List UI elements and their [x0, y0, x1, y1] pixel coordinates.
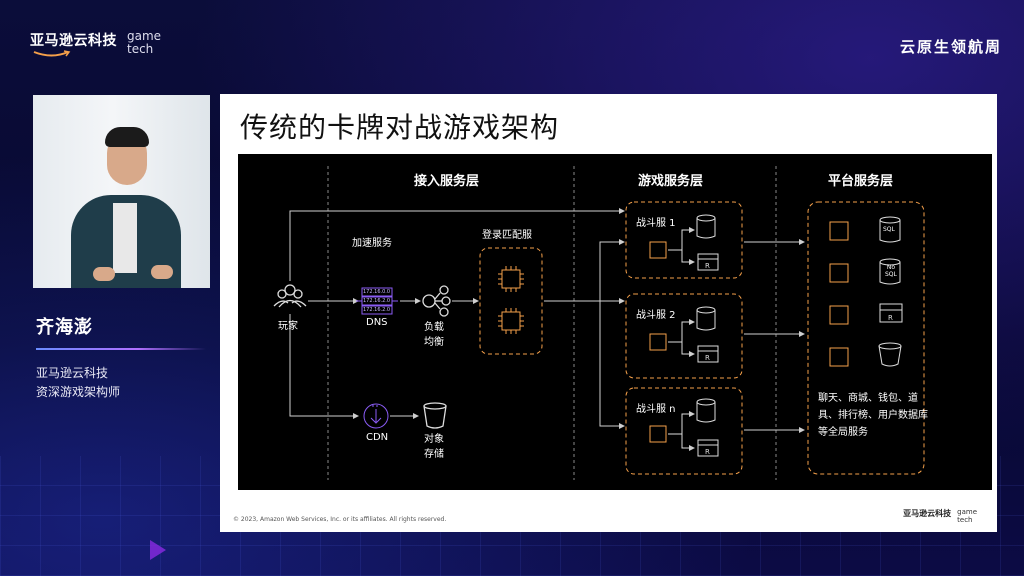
- dns-row: 172.16.2.0: [363, 307, 391, 313]
- cdn-icon: [363, 403, 389, 429]
- svg-text:R: R: [705, 448, 710, 456]
- brand-logo: 亚马逊云科技 game tech: [30, 30, 161, 57]
- presenter-shirt: [113, 203, 137, 273]
- svg-text:R: R: [888, 314, 893, 322]
- dns-row: 172.16.2.0: [363, 298, 391, 304]
- nosql-label: No SQL: [885, 264, 897, 278]
- login-box: [479, 247, 543, 355]
- footer-brand-sub: game tech: [957, 508, 977, 524]
- lb-label: 负载 均衡: [424, 320, 444, 350]
- brand-sub-line2: tech: [127, 42, 154, 56]
- play-decoration-icon: [150, 540, 166, 560]
- line-player-to-battle1: [289, 208, 625, 281]
- login-chip-2-icon: [498, 308, 524, 334]
- brand-sub-line1: game: [127, 29, 162, 43]
- tier-access-label: 接入服务层: [414, 174, 480, 189]
- accel-label: 加速服务: [352, 238, 392, 249]
- slide-title: 传统的卡牌对战游戏架构: [240, 111, 560, 144]
- presenter-hand-left: [93, 267, 115, 281]
- line-login-to-battlen: [599, 301, 625, 429]
- brand-name: 亚马逊云科技: [30, 33, 117, 49]
- lb-label-line1: 负载: [424, 322, 444, 333]
- brand-sub: game tech: [127, 30, 161, 56]
- footer-brand-name: 亚马逊云科技: [903, 509, 952, 518]
- speaker-org: 亚马逊云科技: [36, 366, 109, 380]
- platform-bucket-icon: [878, 342, 902, 367]
- diagram-graphics: R R R: [273, 166, 925, 480]
- name-divider: [36, 348, 206, 350]
- battle-label-1: 战斗服 1: [636, 218, 676, 229]
- smile-arrow-icon: [33, 50, 71, 57]
- dns-rows: 172.16.0.0 172.16.2.0 172.16.2.0: [363, 288, 390, 315]
- lb-label-line2: 均衡: [424, 337, 444, 348]
- dns-icon: [356, 287, 398, 315]
- presenter-hand-right: [151, 265, 173, 279]
- storage-label: 对象 存储: [424, 432, 444, 462]
- platform-chips: [829, 221, 849, 367]
- presenter-video: [33, 95, 210, 288]
- slide: 传统的卡牌对战游戏架构: [220, 94, 997, 532]
- bucket-icon: [423, 402, 447, 429]
- line-player-to-cdn: [289, 314, 359, 419]
- nosql-db-icon: [879, 258, 901, 285]
- footer-copyright: © 2023, Amazon Web Services, Inc. or its…: [233, 516, 447, 523]
- speaker-name: 齐海澎: [36, 317, 93, 338]
- load-balancer-icon: [422, 285, 451, 317]
- footer-brand: 亚马逊云科技 game tech: [903, 508, 977, 524]
- architecture-diagram: R R R: [238, 154, 992, 490]
- event-title: 云原生领航周: [899, 38, 1002, 56]
- battle-box-n: [625, 387, 743, 475]
- battle-label-n: 战斗服 n: [636, 404, 676, 415]
- line-login-to-battle1: [544, 239, 625, 302]
- sql-label: SQL: [883, 226, 895, 233]
- battle-2-internals: R: [649, 306, 719, 363]
- cdn-label: CDN: [366, 432, 389, 443]
- footer-brand-sub1: game: [957, 508, 977, 516]
- platform-box: [807, 201, 925, 475]
- dns-label: DNS: [366, 317, 388, 328]
- login-chip-1-icon: [498, 266, 524, 292]
- storage-label-line1: 对象: [424, 434, 444, 445]
- nosql-line1: No: [886, 264, 896, 271]
- sql-db-icon: [879, 216, 901, 243]
- dns-row: 172.16.0.0: [363, 289, 391, 295]
- tier-platform-label: 平台服务层: [828, 174, 894, 189]
- platform-description: 聊天、商城、钱包、道具、排行榜、用户数据库等全局服务: [818, 393, 928, 438]
- svg-text:R: R: [705, 262, 710, 270]
- speaker-info: 亚马逊云科技 资深游戏架构师: [36, 364, 120, 402]
- speaker-role: 资深游戏架构师: [36, 385, 121, 399]
- battle-box-1: [625, 201, 743, 279]
- tier-game-label: 游戏服务层: [638, 174, 704, 189]
- svg-text:R: R: [705, 354, 710, 362]
- battle-box-2: [625, 293, 743, 379]
- battle-label-2: 战斗服 2: [636, 310, 676, 321]
- presenter-hair: [105, 127, 149, 147]
- nosql-line2: SQL: [885, 271, 897, 278]
- player-label: 玩家: [278, 321, 298, 332]
- battle-n-internals: R: [649, 398, 719, 457]
- storage-label-line2: 存储: [424, 449, 444, 460]
- login-label: 登录匹配服: [482, 230, 532, 241]
- footer-brand-sub2: tech: [957, 516, 973, 524]
- cache-icon: R: [879, 303, 903, 323]
- battle-1-internals: R: [649, 214, 719, 271]
- players-icon: [273, 284, 307, 308]
